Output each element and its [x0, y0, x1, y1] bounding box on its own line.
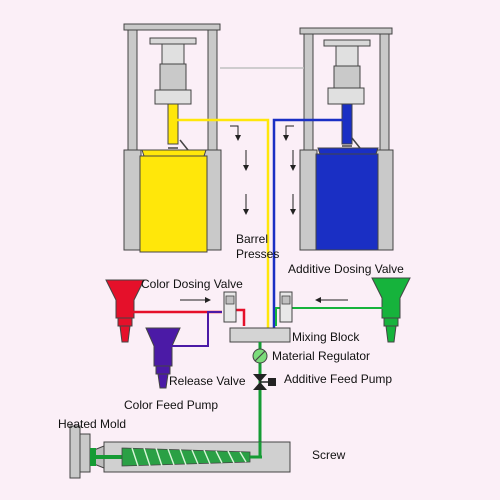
- yellow-feed-line: [173, 118, 270, 328]
- additive-feed-pump-label: Additive Feed Pump: [284, 372, 393, 386]
- release-valve-label: Release Valve: [169, 374, 246, 388]
- yellow-barrel: [139, 155, 208, 253]
- heated-mold-plate-left: [69, 425, 81, 479]
- heated-mold-plate-right: [79, 433, 91, 473]
- mixing-block: [229, 327, 291, 343]
- heated-mold-label: Heated Mold: [58, 417, 127, 431]
- barrel-presses-label-line2: Presses: [236, 247, 280, 261]
- material-regulator-label: Material Regulator: [272, 349, 371, 363]
- color-feed-pump-label: Color Feed Pump: [124, 398, 219, 412]
- blue-barrel: [315, 153, 379, 251]
- color-dosing-valve: [223, 291, 237, 323]
- material-regulator: [252, 348, 268, 364]
- additive-dosing-valve-label: Additive Dosing Valve: [288, 262, 404, 276]
- purple-color-hopper: [145, 327, 181, 389]
- screw: [121, 447, 251, 467]
- color-dosing-valve-label: Color Dosing Valve: [141, 277, 243, 291]
- green-additive-hopper: [371, 277, 411, 343]
- left-barrel-press: [123, 23, 222, 253]
- additive-dosing-valve: [279, 291, 293, 323]
- red-color-hopper: [105, 279, 145, 343]
- screw-label: Screw: [312, 448, 346, 462]
- barrel-presses-label-line1: Barrel: [236, 232, 269, 246]
- purple-feed-line: [166, 311, 222, 347]
- flow-arrows: [180, 125, 348, 303]
- release-valve: [253, 374, 276, 390]
- blue-feed-line: [272, 118, 347, 328]
- screw-assembly: [69, 425, 291, 479]
- mixing-block-label: Mixing Block: [292, 330, 360, 344]
- right-barrel-press: [299, 27, 394, 251]
